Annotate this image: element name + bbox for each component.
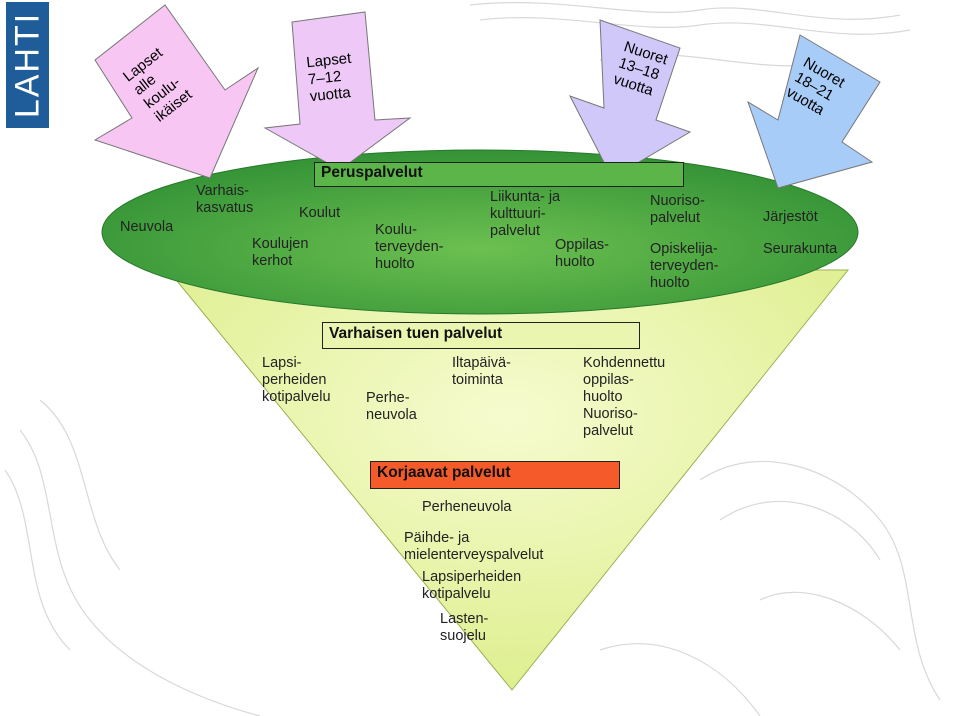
label-opiskelijaterveydenhuolto: Opiskelija- terveyden- huolto <box>650 241 719 291</box>
logo-text: LAHTI <box>8 11 46 119</box>
korjaavat-title: Korjaavat palvelut <box>370 461 620 489</box>
label-nuorisopalvelut: Nuoriso- palvelut <box>650 193 705 226</box>
label-neuvola: Neuvola <box>120 219 174 235</box>
arrow-shape <box>93 4 260 179</box>
varhaisen-tuen-title: Varhaisen tuen palvelut <box>322 322 640 349</box>
arrow-shape <box>747 34 881 189</box>
label-lastensuojelu: Lasten- suojelu <box>440 611 489 644</box>
arrow-lapset-7-12 <box>263 11 412 171</box>
arrow-shape <box>263 11 412 171</box>
label-seurakunta: Seurakunta <box>763 241 838 257</box>
peruspalvelut-band <box>101 149 859 315</box>
label-kohdennettu: Kohdennettu oppilas- huolto Nuoriso- pal… <box>583 355 666 439</box>
arrow-nuoret-18-21 <box>747 34 881 189</box>
label-varhaiskasvatus: Varhais- kasvatus <box>196 183 254 216</box>
label-perheneuvola-bottom: Perheneuvola <box>422 499 512 515</box>
label-iltapaivatoiminta: Iltapäivä- toiminta <box>452 355 511 388</box>
label-oppilashuolto: Oppilas- huolto <box>555 237 609 270</box>
arrow-nuoret-13-18 <box>568 19 692 179</box>
label-liikunta-kulttuuri: Liikunta- ja kulttuuri- palvelut <box>490 189 561 239</box>
peruspalvelut-title: Peruspalvelut <box>314 162 684 187</box>
arrow-lapset-alle-kouluikaiset <box>93 4 260 179</box>
label-koulut: Koulut <box>299 205 341 221</box>
label-jarjestot: Järjestöt <box>763 209 818 225</box>
arrow-shape <box>568 19 692 179</box>
label-lapsiperheiden-bottom: Lapsiperheiden kotipalvelu <box>422 569 522 602</box>
label-koulujen-kerhot: Koulujen kerhot <box>252 236 309 269</box>
label-paihde-mielenterveys: Päihde- ja mielenterveyspalvelut <box>404 530 544 563</box>
label-kouluterveydenhuolto: Koulu- terveyden- huolto <box>375 222 444 272</box>
arrow-label-lapset-7-12: Lapset 7–12 vuotta <box>305 49 353 106</box>
label-lapsiperheiden-kotipalvelu: Lapsi- perheiden kotipalvelu <box>262 355 331 405</box>
label-perheneuvola-middle: Perhe- neuvola <box>366 390 417 423</box>
lahti-logo: LAHTI <box>6 2 49 128</box>
